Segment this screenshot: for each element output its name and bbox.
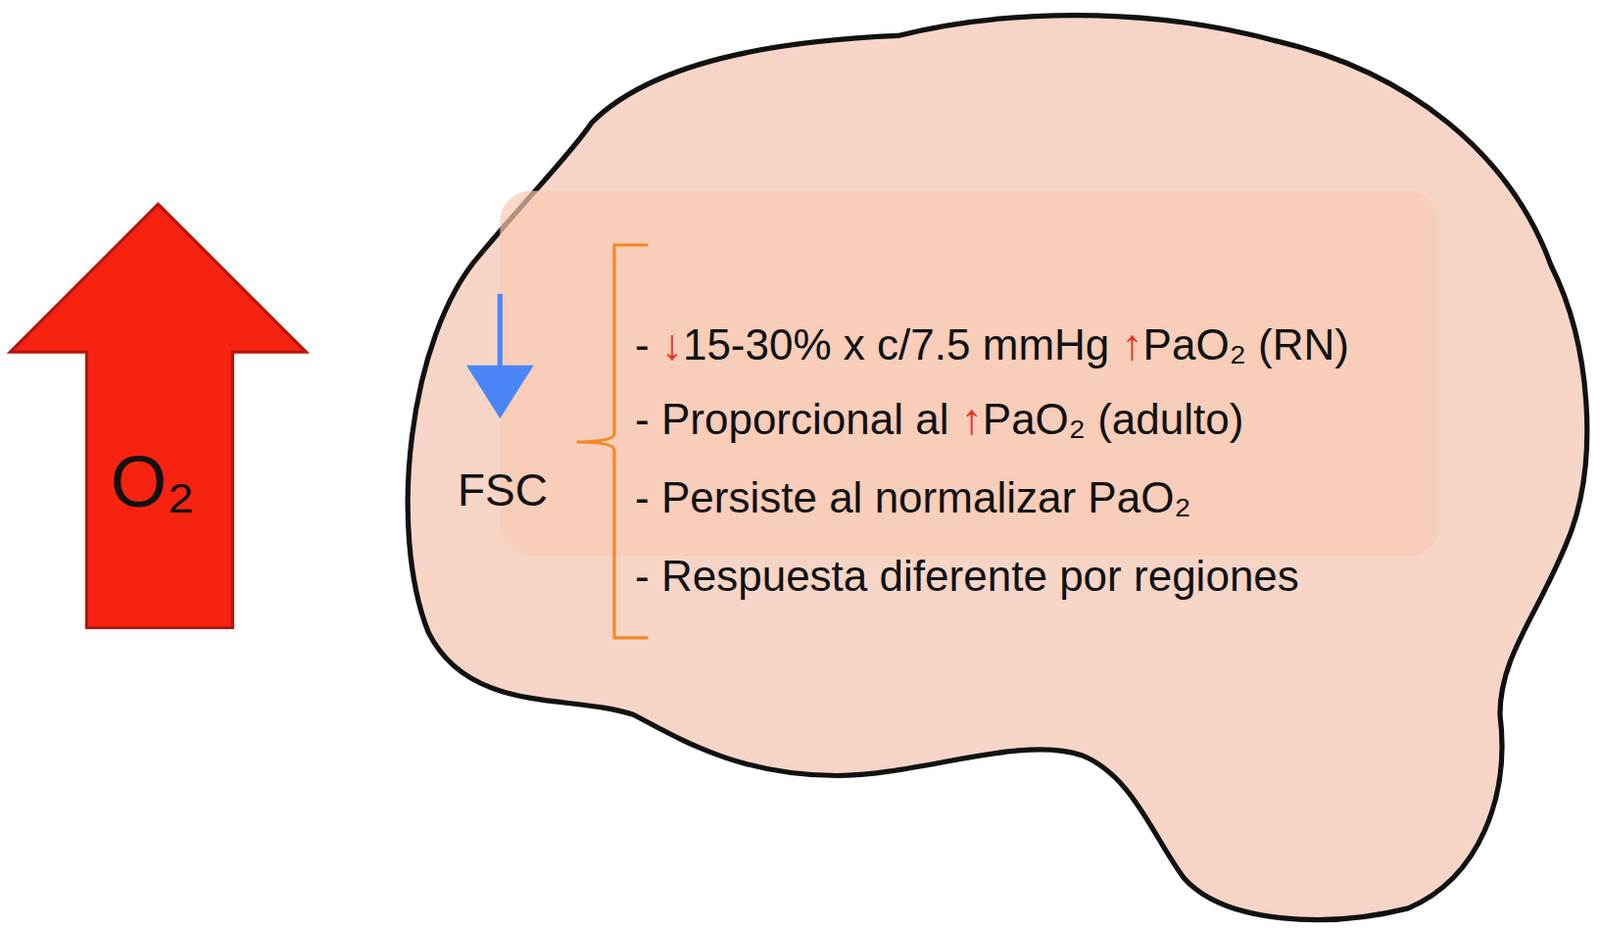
shape-group <box>9 203 306 628</box>
arrow-label: O₂ <box>110 439 195 524</box>
arrow-glyph: ↑ <box>961 394 983 443</box>
down-arrow-head <box>466 365 534 419</box>
list-item: - Persiste al normalizar PaO₂ <box>634 473 1192 524</box>
brain-outline: FSC - ↓15-30% x c/7.5 mmHg ↑PaO₂ (RN) - Pr… <box>372 0 1600 930</box>
brain-shape <box>372 0 1600 930</box>
list-item: - ↓15-30% x c/7.5 mmHg ↑PaO₂ (RN) <box>634 320 1350 371</box>
brain-contour <box>407 15 1588 921</box>
arrow-glyph: ↓ <box>661 320 683 369</box>
list-item: - Proporcional al ↑PaO₂ (adulto) <box>634 394 1244 445</box>
fsc-label: FSC <box>457 464 548 517</box>
shape-group <box>407 15 1588 921</box>
list-item: - Respuesta diferente por regiones <box>634 551 1300 602</box>
arrow-shape <box>0 186 324 647</box>
down-arrow-shaft <box>497 293 503 370</box>
up-arrow <box>9 203 306 628</box>
arrow-glyph: ↑ <box>1121 320 1144 369</box>
oxygen-arrow: O₂ <box>0 186 324 647</box>
